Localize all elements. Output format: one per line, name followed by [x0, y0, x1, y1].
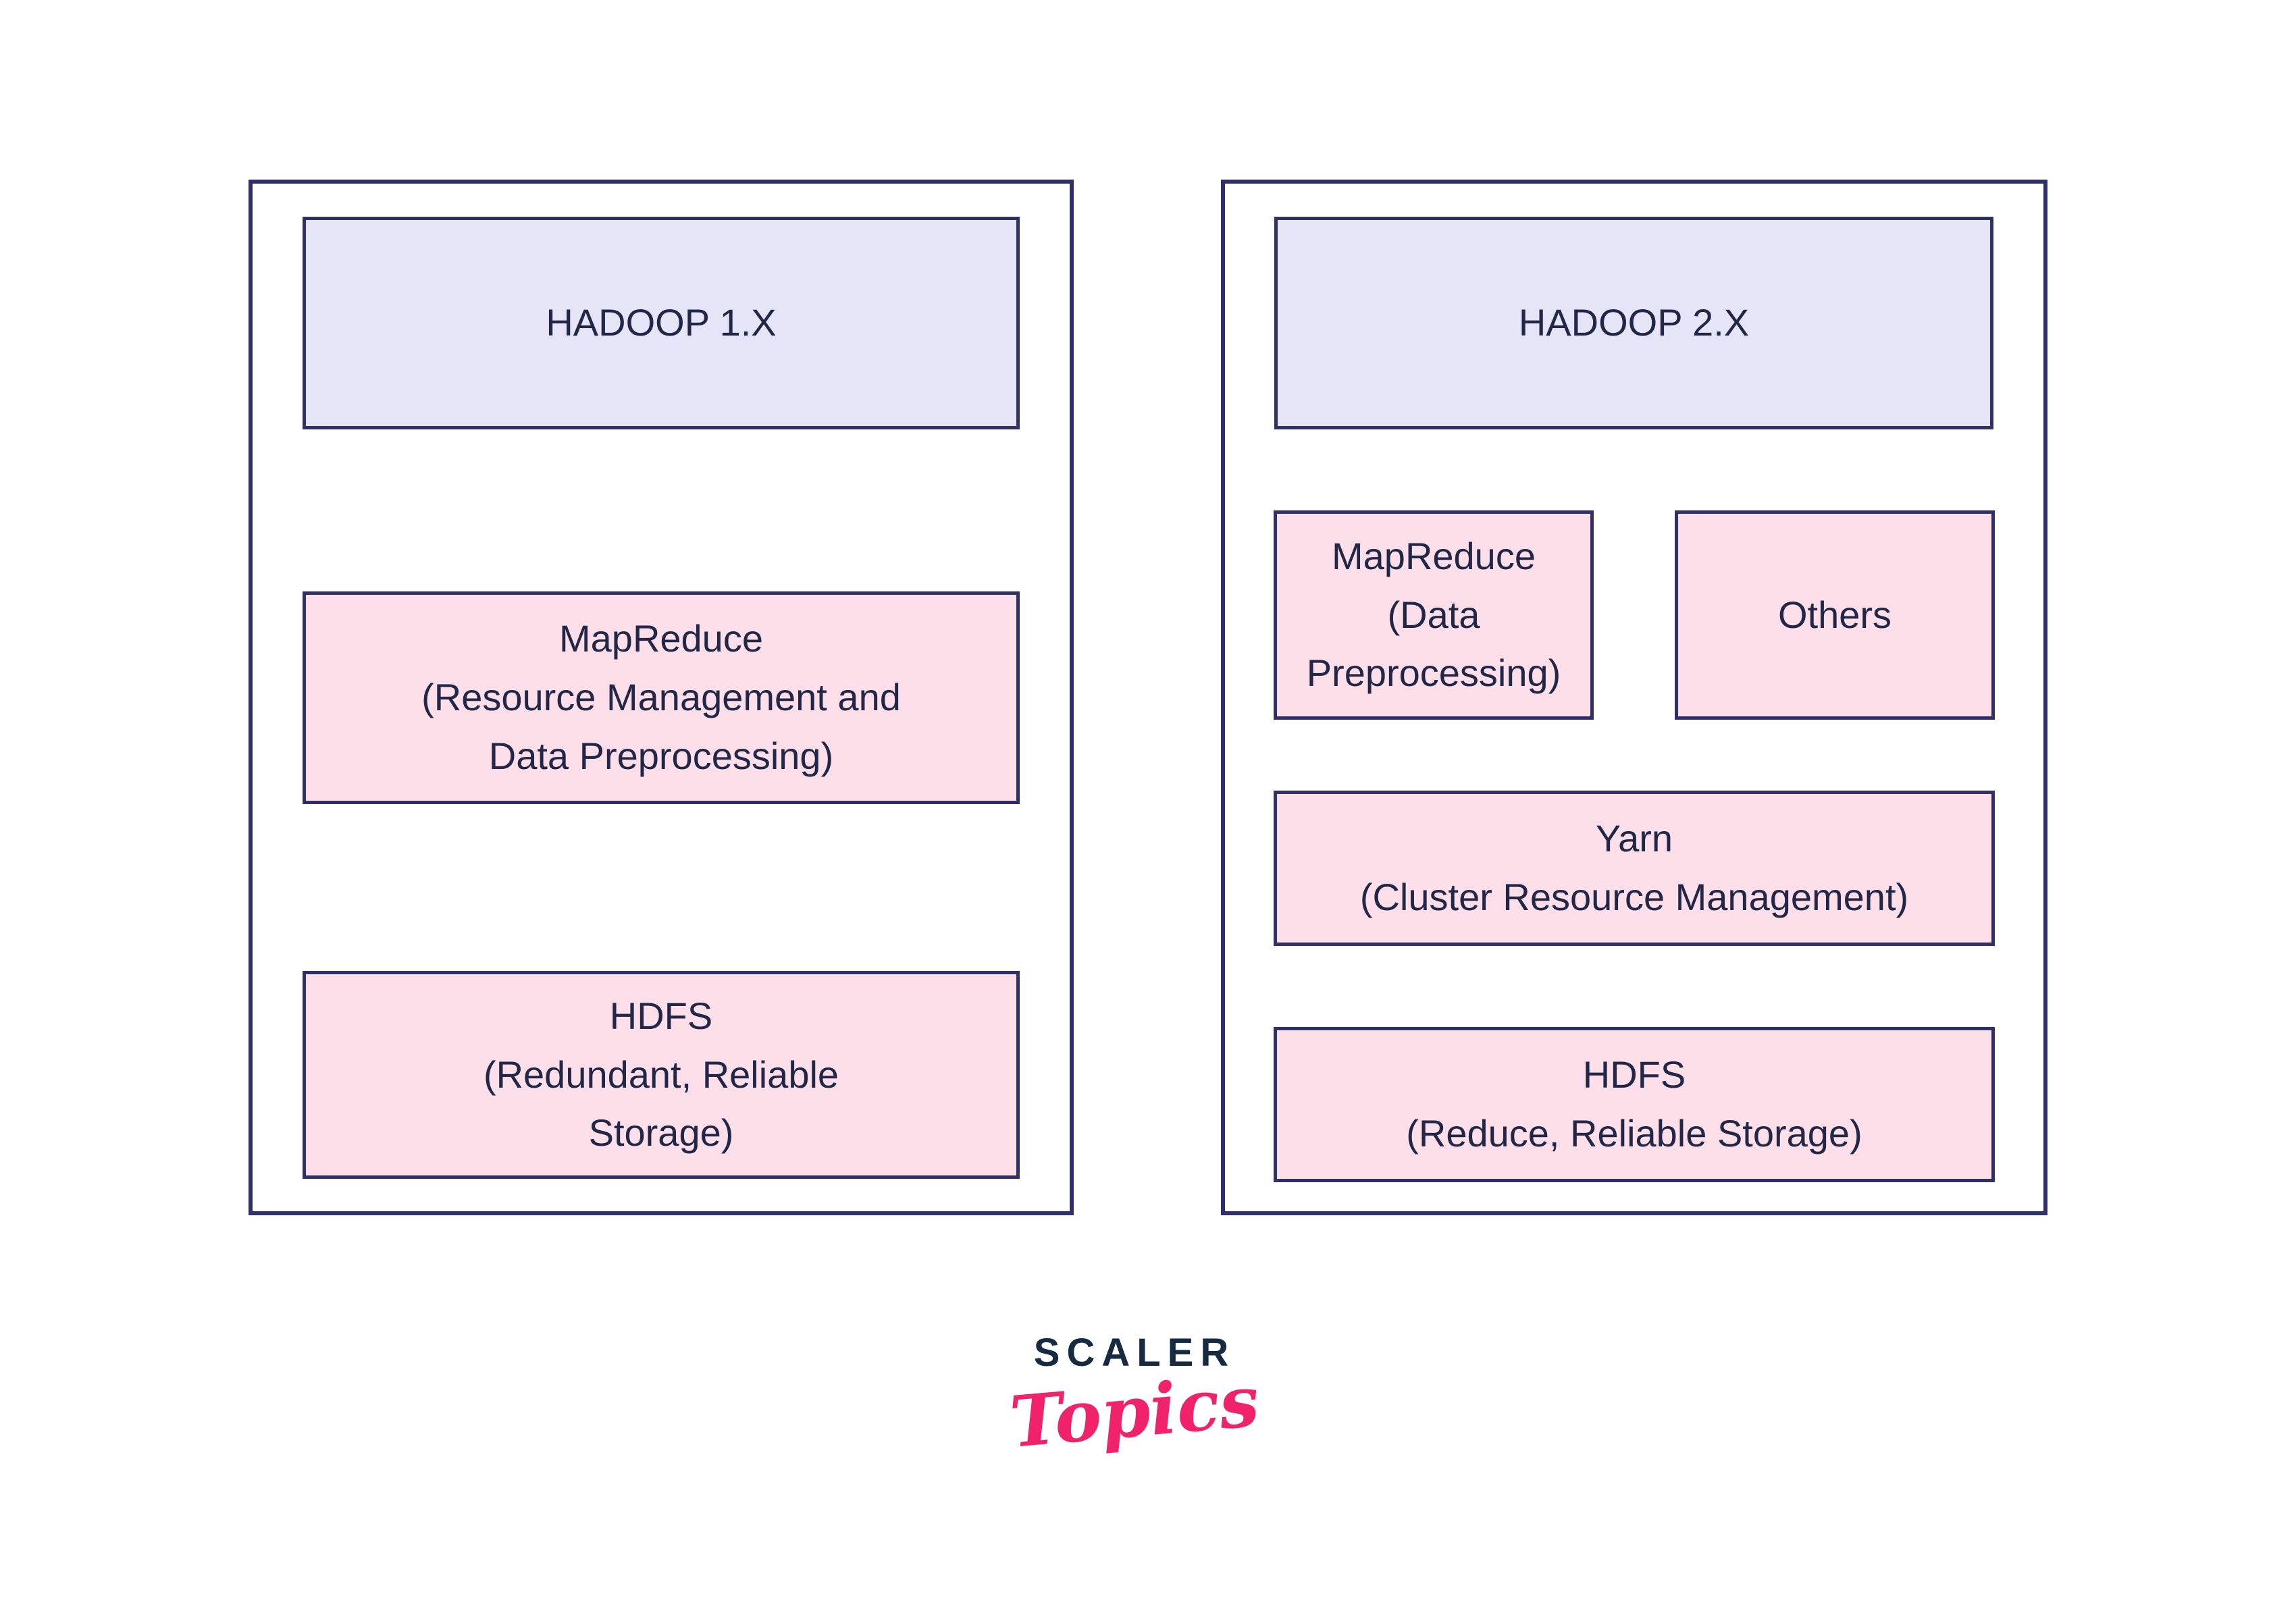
scaler-topics-logo: SCALER Topics	[959, 1330, 1310, 1464]
panel-hadoop-2x: HADOOP 2.X MapReduce (Data Preprocessing…	[1221, 180, 2047, 1215]
component-box-yarn: Yarn (Cluster Resource Management)	[1274, 791, 1995, 946]
component-box-others: Others	[1675, 510, 1995, 720]
component-box-mapreduce-v1: MapReduce (Resource Management and Data …	[303, 591, 1020, 804]
panel-hadoop-1x: HADOOP 1.X MapReduce (Resource Managemen…	[249, 180, 1074, 1215]
header-box-hadoop-2x: HADOOP 2.X	[1274, 217, 1993, 429]
logo-brand-text: SCALER	[1033, 1331, 1236, 1375]
header-box-hadoop-1x: HADOOP 1.X	[303, 217, 1020, 429]
component-box-hdfs-v2: HDFS (Reduce, Reliable Storage)	[1274, 1027, 1995, 1182]
component-box-hdfs-v1: HDFS (Redundant, Reliable Storage)	[303, 971, 1020, 1179]
component-box-mapreduce-v2: MapReduce (Data Preprocessing)	[1274, 510, 1594, 720]
